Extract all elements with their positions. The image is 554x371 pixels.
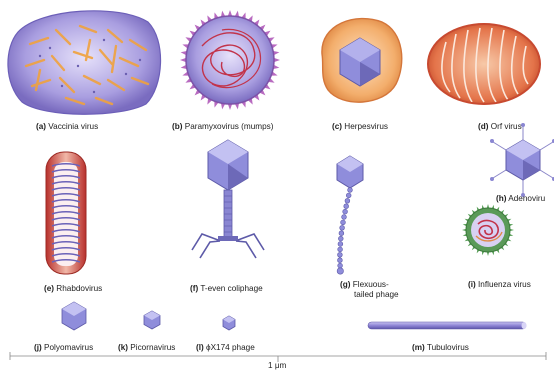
tail-segment [345, 198, 350, 203]
t-even-coliphage-image [192, 140, 264, 258]
label-influenza-virus: (i) Influenza virus [468, 280, 531, 290]
tail-segment [337, 268, 343, 274]
herpesvirus-image [322, 19, 402, 103]
adenovirus-image [490, 123, 554, 197]
label-tubulovirus: (m) Tubulovirus [412, 343, 469, 353]
tail-segment [346, 193, 351, 198]
label-t-even-coliphage: (f) T-even coliphage [190, 284, 263, 294]
label-orf-virus: (d) Orf virus [478, 122, 522, 132]
label-adenovirus: (h) Adenoviru [496, 194, 545, 204]
tail-segment [338, 252, 343, 257]
tail-segment [338, 242, 343, 247]
tail-segment [344, 204, 349, 209]
label-flexuous-tailed-phage: (g) Flexuous- tailed phage [340, 280, 399, 300]
orf-virus-image [428, 24, 540, 104]
label-herpesvirus: (c) Herpesvirus [332, 122, 388, 132]
tail-segment [342, 215, 347, 220]
label-phix174-phage: (l) ϕX174 phage [196, 343, 255, 353]
label-polyomavirus: (j) Polyomavirus [34, 343, 93, 353]
tail-segment [338, 247, 343, 252]
label-picornavirus: (k) Picornavirus [118, 343, 175, 353]
tail-segment [341, 220, 346, 225]
rhabdovirus-image [46, 152, 86, 274]
tail-segment [339, 231, 344, 236]
label-vaccinia: (a) Vaccinia virus [36, 122, 98, 132]
paramyxovirus-image [180, 10, 280, 110]
polyomavirus-image [62, 302, 86, 330]
influenza-virus-image [462, 204, 514, 256]
label-rhabdovirus: (e) Rhabdovirus [44, 284, 102, 294]
tail-segment [338, 258, 343, 263]
picornavirus-image [144, 311, 160, 329]
tail-segment [338, 263, 343, 268]
flexuous-tailed-phage-image [337, 156, 363, 274]
label-paramyxovirus: (b) Paramyxovirus (mumps) [172, 122, 273, 132]
tail-segment [338, 236, 343, 241]
tail-segment [340, 225, 345, 230]
phix174-phage-image [223, 316, 235, 330]
tail-segment [348, 188, 353, 193]
tubulovirus-image [368, 322, 527, 329]
tail-segment [343, 209, 348, 214]
vaccinia-virus-image [8, 11, 161, 114]
